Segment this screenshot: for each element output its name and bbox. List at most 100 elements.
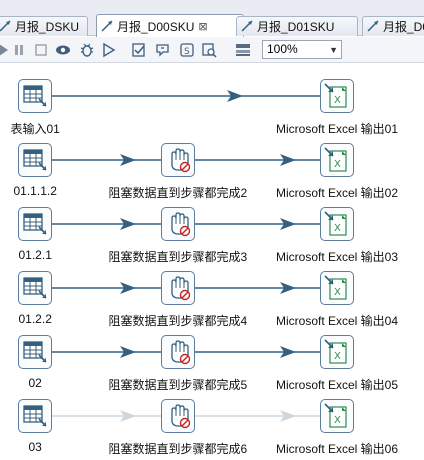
source-step-label: 01.2.1 xyxy=(18,248,52,262)
tab-d01sku[interactable]: 月报_D01SKU xyxy=(236,16,358,36)
table-input-step[interactable] xyxy=(18,79,52,113)
excel-output-icon: X xyxy=(324,83,347,108)
blocking-step[interactable] xyxy=(161,399,195,433)
pause-icon[interactable] xyxy=(10,41,27,58)
run-icon[interactable] xyxy=(0,41,11,58)
hop-arrow xyxy=(280,346,296,358)
table-input-icon xyxy=(23,277,47,299)
blocking-step[interactable] xyxy=(161,207,195,241)
table-input-step[interactable] xyxy=(18,271,52,305)
hop-arrow xyxy=(280,410,296,422)
tab-d0[interactable]: 月报_D0 xyxy=(362,16,424,36)
transformation-icon xyxy=(0,20,11,32)
transformation-icon xyxy=(241,20,253,32)
blocking-step-label: 阻塞数据直到步骤都完成6 xyxy=(108,442,248,456)
blocking-step-icon xyxy=(171,276,191,301)
replay-icon[interactable] xyxy=(100,41,117,58)
svg-text:X: X xyxy=(334,415,341,426)
excel-output-step[interactable]: X xyxy=(320,271,354,305)
hop-arrow xyxy=(120,410,136,422)
svg-text:X: X xyxy=(334,287,341,298)
hop-arrow xyxy=(227,90,243,102)
table-input-step[interactable] xyxy=(18,399,52,433)
table-input-step[interactable] xyxy=(18,207,52,241)
excel-output-icon: X xyxy=(324,403,347,428)
excel-output-step[interactable]: X xyxy=(320,207,354,241)
svg-text:S: S xyxy=(184,47,190,57)
stop-icon[interactable] xyxy=(32,41,49,58)
hop-arrow xyxy=(280,154,296,166)
table-input-icon xyxy=(23,405,47,427)
excel-output-label: Microsoft Excel 输出03 xyxy=(276,250,399,264)
preview-icon[interactable] xyxy=(54,41,71,58)
table-input-icon xyxy=(23,341,47,363)
tab-d00sku[interactable]: 月报_D00SKU ⊠ xyxy=(96,14,244,37)
source-step-label: 01.1.1.2 xyxy=(13,184,57,198)
sql-icon[interactable]: S xyxy=(178,41,195,58)
editor-tab-bar: 月报_DSKU 月报_D00SKU ⊠ 月报_D01SKU 月报_D0 xyxy=(0,0,424,37)
table-input-icon xyxy=(23,149,47,171)
excel-output-icon: X xyxy=(324,339,347,364)
transformation-toolbar: S 100% ▼ xyxy=(0,37,424,63)
blocking-step-icon xyxy=(171,404,191,429)
excel-output-icon: X xyxy=(324,211,347,236)
debug-icon[interactable] xyxy=(78,41,95,58)
tab-label: 月报_D0 xyxy=(383,20,424,34)
source-step-label: 表输入01 xyxy=(10,122,60,136)
chevron-down-icon: ▼ xyxy=(329,45,338,55)
blocking-step-label: 阻塞数据直到步骤都完成3 xyxy=(108,250,248,264)
blocking-step-label: 阻塞数据直到步骤都完成4 xyxy=(108,314,248,328)
excel-output-label: Microsoft Excel 输出05 xyxy=(276,378,399,392)
transformation-icon xyxy=(367,20,379,32)
source-step-label: 02 xyxy=(28,376,42,390)
tab-label: 月报_DSKU xyxy=(15,20,80,34)
svg-text:X: X xyxy=(334,159,341,170)
zoom-value: 100% xyxy=(267,42,298,56)
svg-text:X: X xyxy=(334,351,341,362)
transformation-icon xyxy=(101,19,113,32)
blocking-step-icon xyxy=(171,340,191,365)
hop-layer xyxy=(52,90,320,422)
excel-output-step[interactable]: X xyxy=(320,335,354,369)
impact-icon[interactable] xyxy=(154,41,171,58)
results-icon[interactable] xyxy=(234,41,251,58)
blocking-step[interactable] xyxy=(161,143,195,177)
table-input-icon xyxy=(23,85,47,107)
excel-output-step[interactable]: X xyxy=(320,79,354,113)
hop-arrow xyxy=(280,218,296,230)
excel-output-label: Microsoft Excel 输出01 xyxy=(276,122,399,136)
source-step-label: 03 xyxy=(28,440,42,454)
hop-arrow xyxy=(120,346,136,358)
zoom-select[interactable]: 100% ▼ xyxy=(262,40,342,59)
hop-arrow xyxy=(120,154,136,166)
explore-icon[interactable] xyxy=(200,41,217,58)
tab-label: 月报_D01SKU xyxy=(257,20,335,34)
svg-text:X: X xyxy=(334,223,341,234)
excel-output-label: Microsoft Excel 输出06 xyxy=(276,442,399,456)
hop-arrow xyxy=(120,282,136,294)
hop-arrow xyxy=(120,218,136,230)
verify-icon[interactable] xyxy=(130,41,147,58)
svg-text:X: X xyxy=(334,95,341,106)
blocking-step[interactable] xyxy=(161,335,195,369)
close-icon[interactable]: ⊠ xyxy=(198,20,208,33)
excel-output-label: Microsoft Excel 输出04 xyxy=(276,314,399,328)
excel-output-label: Microsoft Excel 输出02 xyxy=(276,186,399,200)
transformation-canvas[interactable]: 表输入01 X Microsoft Excel 输出01 01.1.1.2 阻塞… xyxy=(0,64,424,460)
blocking-step-icon xyxy=(171,148,191,173)
blocking-step-label: 阻塞数据直到步骤都完成2 xyxy=(108,186,248,200)
blocking-step-label: 阻塞数据直到步骤都完成5 xyxy=(108,378,248,392)
tab-dsku[interactable]: 月报_DSKU xyxy=(0,16,88,36)
excel-output-step[interactable]: X xyxy=(320,143,354,177)
tab-label: 月报_D00SKU xyxy=(117,19,195,34)
blocking-step[interactable] xyxy=(161,271,195,305)
source-step-label: 01.2.2 xyxy=(18,312,52,326)
excel-output-step[interactable]: X xyxy=(320,399,354,433)
table-input-icon xyxy=(23,213,47,235)
hop-arrow xyxy=(280,282,296,294)
table-input-step[interactable] xyxy=(18,335,52,369)
table-input-step[interactable] xyxy=(18,143,52,177)
blocking-step-icon xyxy=(171,212,191,237)
excel-output-icon: X xyxy=(324,275,347,300)
excel-output-icon: X xyxy=(324,147,347,172)
